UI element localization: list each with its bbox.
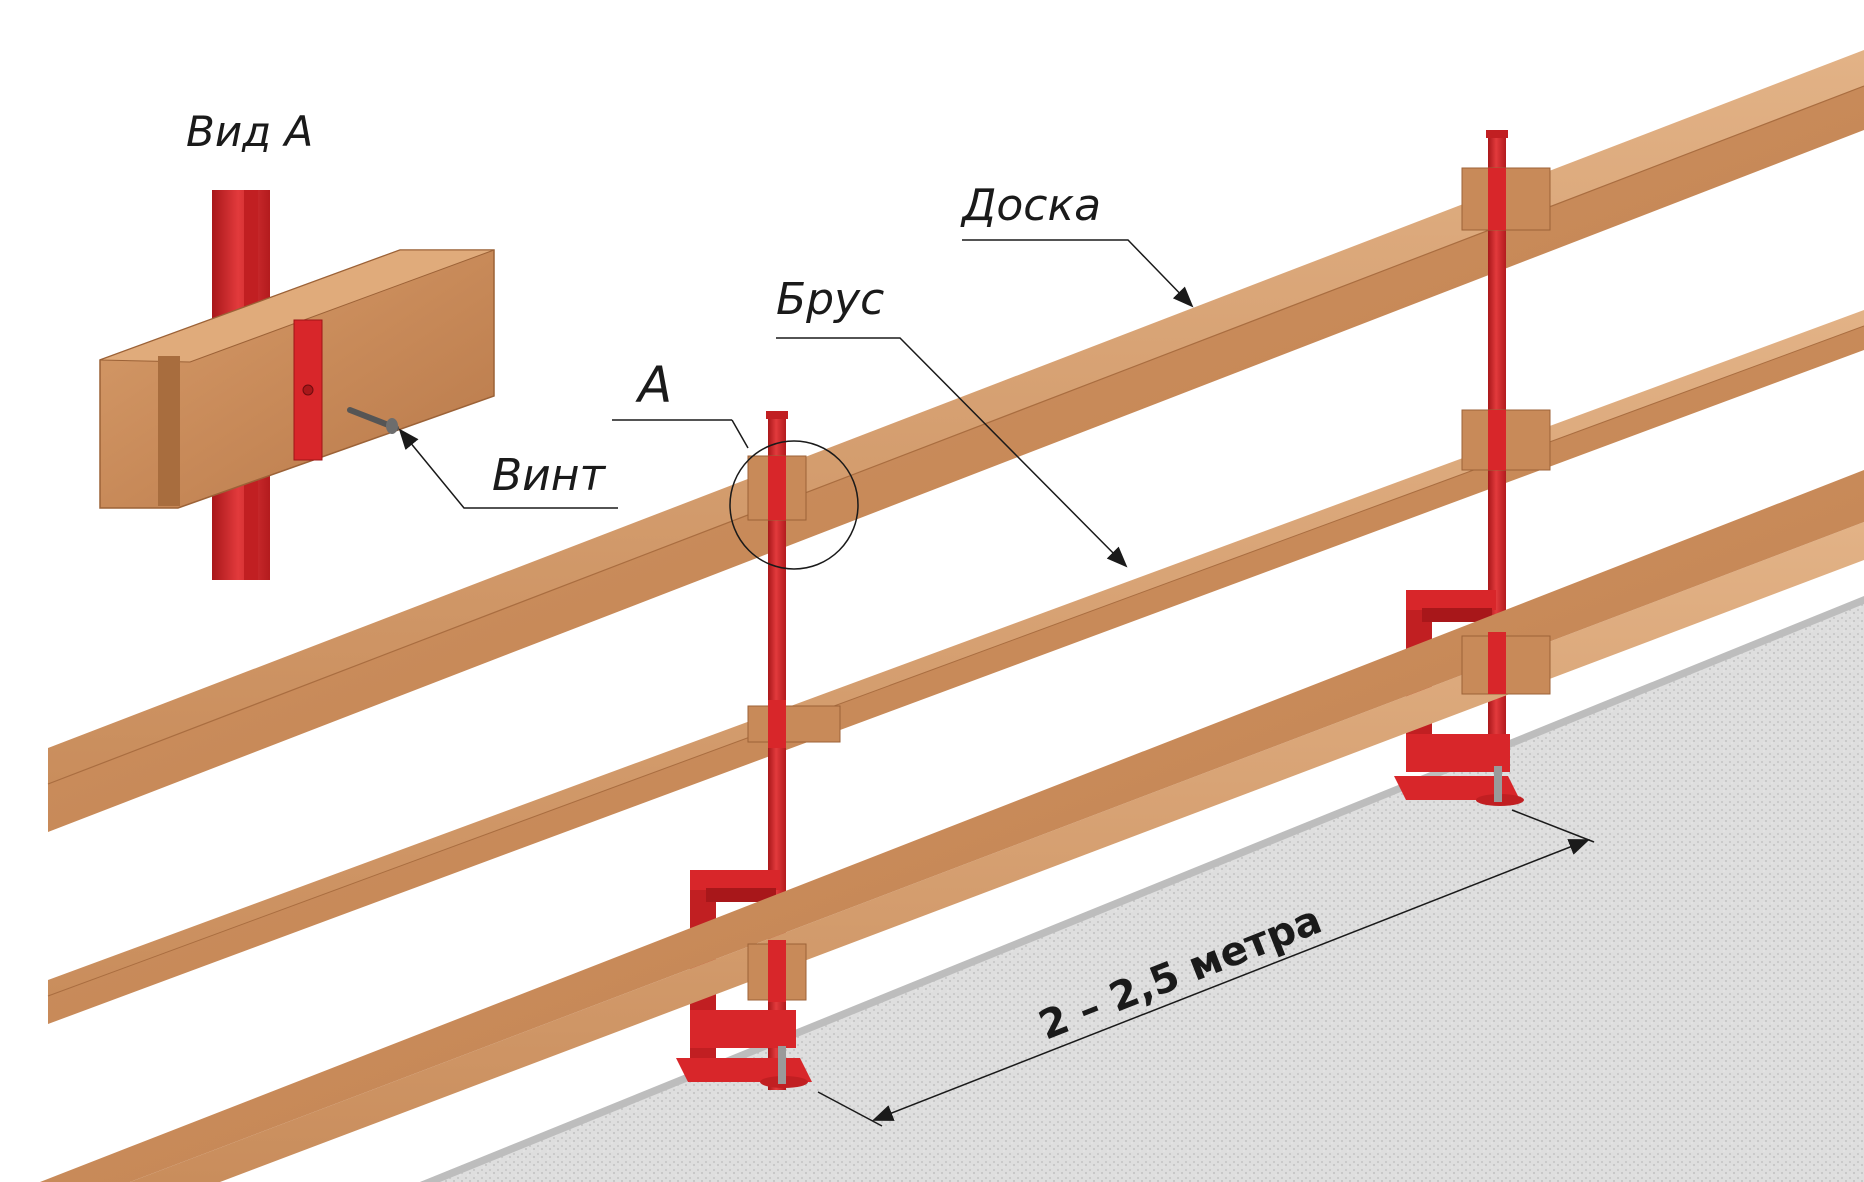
top-board: [47, 50, 1864, 832]
detail-circle: [729, 440, 859, 570]
right-post: [1394, 130, 1551, 806]
middle-beam: [47, 310, 1864, 1024]
screw-icon: [347, 407, 399, 434]
screw-leader: [398, 428, 618, 509]
view-a-title: Вид А: [186, 107, 313, 156]
detail-marker-label: А: [635, 356, 672, 414]
screw-label: Винт: [492, 450, 607, 501]
board-leader: [962, 239, 1194, 308]
board-label: Доска: [960, 180, 1101, 231]
dimension-line: [817, 809, 1595, 1127]
beam-leader: [776, 337, 1128, 568]
inset-view-a: [99, 190, 495, 580]
beam-label: Брус: [776, 274, 884, 325]
